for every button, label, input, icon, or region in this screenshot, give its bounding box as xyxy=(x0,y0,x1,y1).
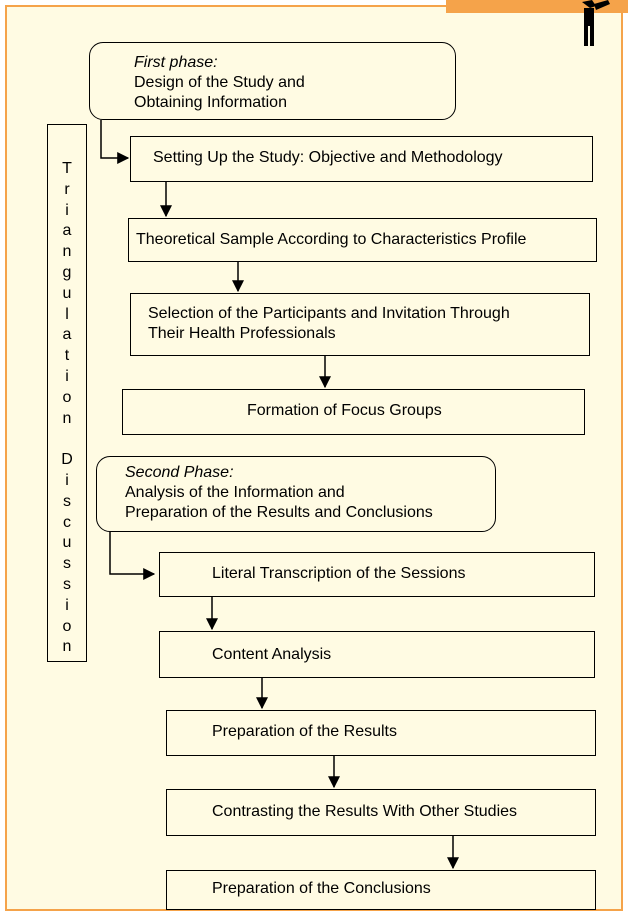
side-label-letter: n xyxy=(62,638,72,656)
step-theoretical-sample: Theoretical Sample According to Characte… xyxy=(128,218,597,262)
step-literal-transcription: Literal Transcription of the Sessions xyxy=(159,552,595,597)
side-label-letter: u xyxy=(62,284,72,302)
side-label-letter: D xyxy=(61,451,73,469)
side-label-letter: i xyxy=(65,201,69,219)
side-label-letter: a xyxy=(62,326,72,344)
phase2-title: Second Phase: xyxy=(125,464,234,481)
side-label-letter: t xyxy=(64,347,70,365)
step-setting-up-study: Setting Up the Study: Objective and Meth… xyxy=(130,136,593,182)
step-preparation-results: Preparation of the Results xyxy=(166,710,596,756)
step-label: Setting Up the Study: Objective and Meth… xyxy=(153,149,503,166)
side-label-letter: o xyxy=(62,617,72,635)
step-content-analysis: Content Analysis xyxy=(159,631,595,678)
step-label-line-2: Their Health Professionals xyxy=(148,325,336,342)
step-label: Contrasting the Results With Other Studi… xyxy=(212,803,518,820)
step-selection-participants: Selection of the Participants and Invita… xyxy=(130,293,590,356)
phase1-line-1: Design of the Study and xyxy=(134,74,305,91)
step-label: Formation of Focus Groups xyxy=(247,402,442,419)
side-label-letter: s xyxy=(63,492,71,510)
side-label-letter: n xyxy=(62,409,72,427)
phase2-line-1: Analysis of the Information and xyxy=(125,484,345,501)
side-label-letter: i xyxy=(65,596,69,614)
step-label-line-1: Selection of the Participants and Invita… xyxy=(148,305,510,322)
header-tab xyxy=(446,0,628,13)
phase1-line-2: Obtaining Information xyxy=(134,94,287,111)
side-label-letter: s xyxy=(63,576,71,593)
phase2-line-2: Preparation of the Results and Conclusio… xyxy=(125,504,433,521)
person-figure-icon xyxy=(582,0,610,46)
side-label-letter: T xyxy=(62,160,72,177)
side-label-letter: a xyxy=(62,222,72,240)
side-label-letter: n xyxy=(62,243,72,261)
step-label: Content Analysis xyxy=(212,646,332,663)
step-formation-focus-groups: Formation of Focus Groups xyxy=(122,389,585,435)
step-label: Preparation of the Conclusions xyxy=(212,880,431,897)
step-preparation-conclusions: Preparation of the Conclusions xyxy=(166,870,596,910)
step-label: Theoretical Sample According to Characte… xyxy=(136,231,527,248)
side-label-letter: o xyxy=(62,388,72,406)
step-label: Literal Transcription of the Sessions xyxy=(212,565,466,582)
step-label: Preparation of the Results xyxy=(212,723,397,740)
side-label-letter: i xyxy=(65,368,69,385)
side-label-letter: g xyxy=(62,264,72,281)
phase2-box: Second Phase: Analysis of the Informatio… xyxy=(96,456,496,532)
side-label-letter: s xyxy=(63,555,71,573)
phase1-title: First phase: xyxy=(134,54,218,71)
side-label-letter: i xyxy=(65,472,69,489)
side-label-letter: l xyxy=(65,305,69,323)
arrow-phase1-to-step1 xyxy=(100,120,130,164)
arrow-phase2-to-step5 xyxy=(109,532,156,580)
phase1-box: First phase: Design of the Study and Obt… xyxy=(89,42,456,120)
step-contrasting-results: Contrasting the Results With Other Studi… xyxy=(166,789,596,836)
side-label-letter: u xyxy=(62,534,72,552)
side-label-letter: c xyxy=(63,513,71,531)
side-label-letter: r xyxy=(64,180,70,198)
